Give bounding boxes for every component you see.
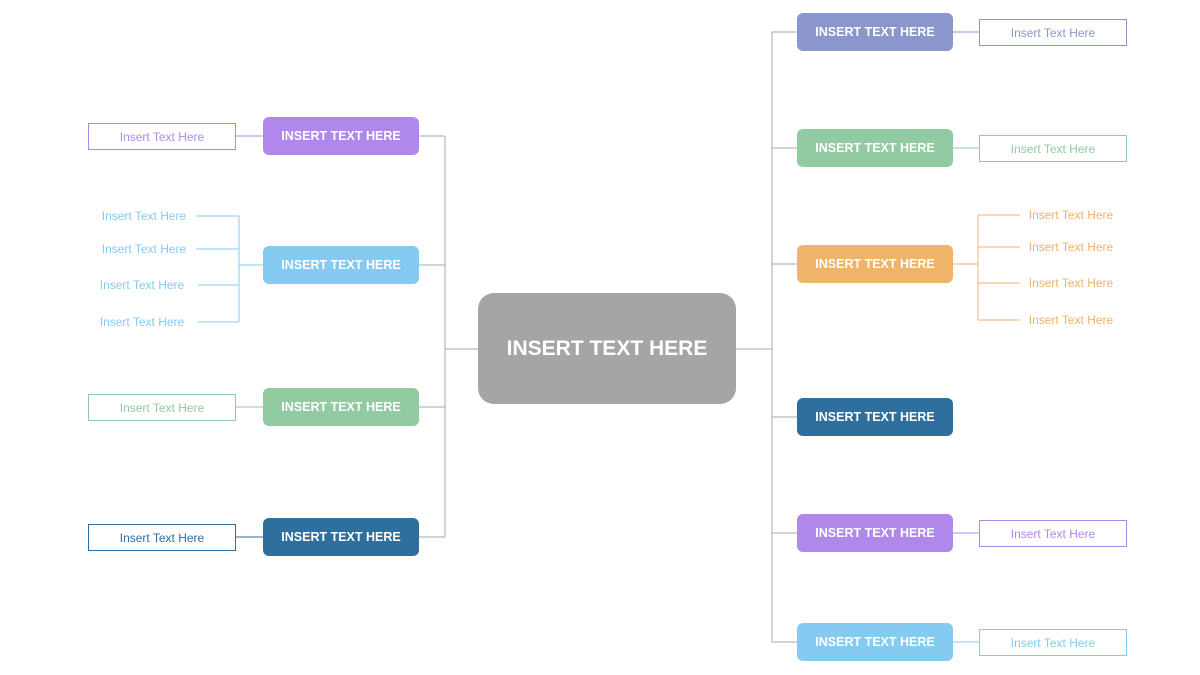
sub-item-text[interactable]: Insert Text Here [1028, 208, 1114, 222]
text-box[interactable]: Insert Text Here [88, 394, 236, 421]
text-box[interactable]: Insert Text Here [979, 520, 1127, 547]
right-branch-node[interactable]: INSERT TEXT HERE [797, 129, 953, 167]
right-branch-node[interactable]: INSERT TEXT HERE [797, 623, 953, 661]
text-box[interactable]: Insert Text Here [979, 19, 1127, 46]
left-branch-node[interactable]: INSERT TEXT HERE [263, 518, 419, 556]
sub-item-text[interactable]: Insert Text Here [1028, 276, 1114, 290]
left-branch-node[interactable]: INSERT TEXT HERE [263, 246, 419, 284]
central-topic[interactable]: INSERT TEXT HERE [478, 293, 736, 404]
right-branch-node[interactable]: INSERT TEXT HERE [797, 245, 953, 283]
right-branch-node[interactable]: INSERT TEXT HERE [797, 13, 953, 51]
sub-item-text[interactable]: Insert Text Here [1028, 313, 1114, 327]
sub-item-text[interactable]: Insert Text Here [101, 209, 187, 223]
sub-item-text[interactable]: Insert Text Here [99, 278, 185, 292]
sub-item-text[interactable]: Insert Text Here [99, 315, 185, 329]
text-box[interactable]: Insert Text Here [88, 123, 236, 150]
left-branch-node[interactable]: INSERT TEXT HERE [263, 388, 419, 426]
right-branch-node[interactable]: INSERT TEXT HERE [797, 398, 953, 436]
sub-item-text[interactable]: Insert Text Here [1028, 240, 1114, 254]
left-branch-node[interactable]: INSERT TEXT HERE [263, 117, 419, 155]
text-box[interactable]: Insert Text Here [979, 629, 1127, 656]
right-branch-node[interactable]: INSERT TEXT HERE [797, 514, 953, 552]
sub-item-text[interactable]: Insert Text Here [101, 242, 187, 256]
text-box[interactable]: Insert Text Here [979, 135, 1127, 162]
text-box[interactable]: Insert Text Here [88, 524, 236, 551]
